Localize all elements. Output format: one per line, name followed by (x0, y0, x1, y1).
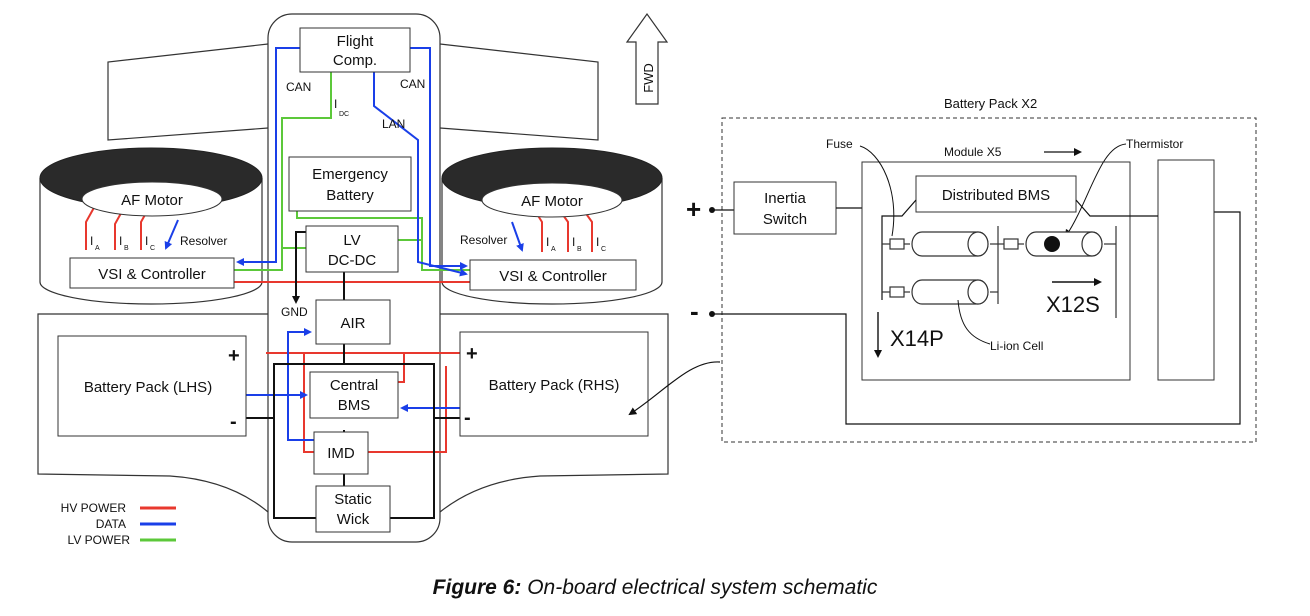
svg-text:A: A (551, 246, 556, 253)
svg-text:X12S: X12S (1046, 292, 1100, 317)
emergency-battery-box: Emergency Battery (288, 156, 412, 212)
svg-text:Li-ion Cell: Li-ion Cell (990, 339, 1043, 353)
svg-text:I: I (596, 235, 599, 249)
svg-text:I: I (119, 234, 122, 248)
svg-text:Battery: Battery (326, 187, 374, 204)
svg-text:B: B (577, 246, 582, 253)
svg-text:-: - (230, 411, 237, 433)
svg-text:IMD: IMD (327, 445, 355, 462)
battery-pack-rhs: Battery Pack (RHS) + - (459, 331, 649, 437)
af-motor-right: AF Motor (481, 182, 623, 218)
svg-text:Static: Static (334, 491, 372, 508)
svg-text:Flight: Flight (337, 33, 375, 50)
svg-text:AF Motor: AF Motor (121, 192, 183, 209)
can-left-label: CAN (286, 80, 311, 94)
flight-comp-box: Flight Comp. (299, 27, 411, 73)
svg-text:+: + (228, 345, 240, 367)
can-right-label: CAN (400, 77, 425, 91)
phase-labels-left: I A I B I C (90, 234, 155, 252)
resolver-left-label: Resolver (180, 234, 227, 248)
central-bms-box: Central BMS (309, 371, 399, 419)
detail-callout-arrow (628, 361, 721, 416)
svg-text:I: I (145, 234, 148, 248)
svg-text:AIR: AIR (340, 315, 365, 332)
svg-text:DC-DC: DC-DC (328, 252, 376, 269)
svg-text:I: I (90, 234, 93, 248)
idc-label: I DC (334, 97, 349, 118)
resolver-right-label: Resolver (460, 233, 507, 247)
svg-text:Battery Pack (RHS): Battery Pack (RHS) (489, 377, 620, 394)
svg-text:Battery Pack (LHS): Battery Pack (LHS) (84, 379, 212, 396)
data-lines (164, 47, 524, 441)
gnd-label: GND (281, 305, 308, 319)
svg-text:LV: LV (343, 232, 360, 249)
vsi-controller-left: VSI & Controller (69, 257, 235, 289)
static-wick-box: Static Wick (315, 485, 391, 533)
svg-text:X14P: X14P (890, 326, 944, 351)
figure-caption: Figure 6: On-board electrical system sch… (0, 576, 1310, 600)
lan-label: LAN (382, 117, 405, 131)
svg-text:VSI & Controller: VSI & Controller (499, 268, 607, 285)
lv-dcdc-box: LV DC-DC (305, 225, 399, 273)
svg-text:VSI & Controller: VSI & Controller (98, 266, 206, 283)
legend-hv-label: HV POWER (61, 501, 127, 515)
svg-text:Module X5: Module X5 (944, 145, 1002, 159)
svg-text:Battery Pack X2: Battery Pack X2 (944, 96, 1037, 111)
battery-pack-detail: Battery Pack X2 + - Inertia Switch Modul… (686, 96, 1257, 443)
svg-text:+: + (466, 343, 478, 365)
vsi-controller-right: VSI & Controller (469, 259, 637, 291)
svg-text:Fuse: Fuse (826, 137, 853, 151)
phase-labels-right: I A I B I C (546, 235, 606, 253)
svg-text:-: - (464, 407, 471, 429)
svg-text:FWD: FWD (641, 63, 656, 93)
svg-text:A: A (95, 245, 100, 252)
battery-pack-lhs: Battery Pack (LHS) + - (57, 335, 247, 437)
legend-data-label: DATA (96, 517, 126, 531)
svg-text:C: C (150, 245, 155, 252)
aircraft-outline (37, 13, 669, 543)
svg-text:Emergency: Emergency (312, 166, 388, 183)
fwd-arrow: FWD (625, 12, 669, 105)
legend: HV POWER DATA LV POWER (61, 501, 176, 547)
svg-text:B: B (124, 245, 129, 252)
svg-text:BMS: BMS (338, 397, 371, 414)
svg-text:Comp.: Comp. (333, 52, 377, 69)
svg-text:Distributed BMS: Distributed BMS (942, 187, 1050, 204)
pack-minus-label: - (690, 296, 699, 326)
air-box: AIR (315, 299, 391, 345)
svg-text:Central: Central (330, 377, 378, 394)
svg-text:I: I (546, 235, 549, 249)
pack-plus-label: + (686, 194, 701, 224)
imd-box: IMD (313, 431, 369, 475)
inertia-switch-label-2: Switch (763, 211, 807, 228)
svg-text:C: C (601, 246, 606, 253)
caption-text: On-board electrical system schematic (521, 576, 878, 599)
inertia-switch-label-1: Inertia (764, 190, 806, 207)
svg-text:AF Motor: AF Motor (521, 193, 583, 210)
af-motor-left: AF Motor (81, 181, 223, 217)
svg-text:Wick: Wick (337, 511, 370, 528)
svg-text:I: I (334, 97, 337, 111)
svg-text:I: I (572, 235, 575, 249)
svg-text:DC: DC (339, 111, 349, 118)
caption-label: Figure 6: (432, 576, 522, 599)
svg-text:Thermistor: Thermistor (1126, 137, 1183, 151)
legend-lv-label: LV POWER (68, 533, 131, 547)
